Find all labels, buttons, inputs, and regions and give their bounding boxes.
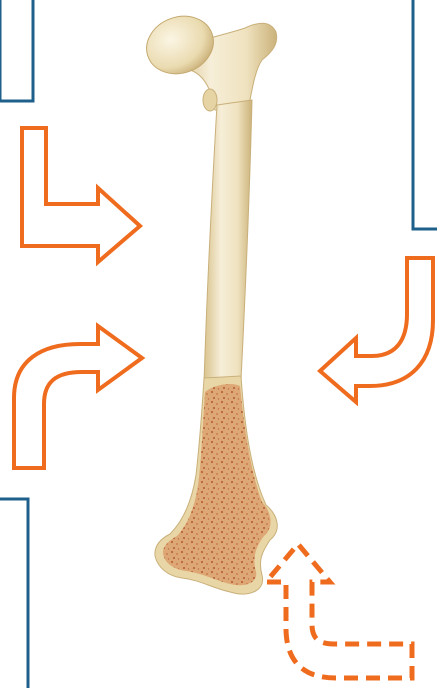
bone-marrow-region <box>163 384 271 585</box>
lesser-trochanter <box>203 89 217 111</box>
label-box-bottom-left <box>0 499 28 688</box>
bone-shaft <box>204 100 252 382</box>
label-box-top-left <box>0 0 33 101</box>
arrow-bottom-right-dashed <box>266 544 412 678</box>
femur-bone <box>138 7 277 594</box>
arrow-middle-left-curved <box>14 326 142 468</box>
arrow-right-curved <box>320 258 433 402</box>
label-box-top-right <box>413 0 437 229</box>
arrow-upper-left-elbow <box>22 128 140 262</box>
